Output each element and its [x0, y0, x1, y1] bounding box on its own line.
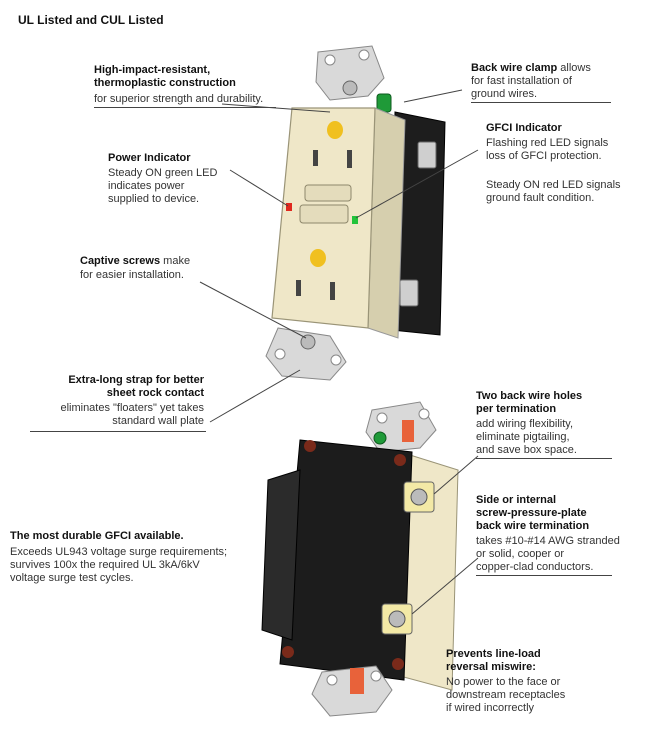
gfci-body-3: Steady ON red LED signals — [486, 179, 621, 191]
holes-heading-1: Two back wire holes — [476, 390, 583, 402]
power-heading: Power Indicator — [108, 152, 191, 164]
gfci-body-1: Flashing red LED signals — [486, 137, 609, 149]
holes-body-3: and save box space. — [476, 444, 577, 456]
construction-heading-1: High-impact-resistant, — [94, 64, 211, 76]
front-receptacle — [265, 45, 446, 381]
durable-body-2: survives 100x the required UL 3kA/6kV — [10, 559, 200, 571]
clamp-heading-tail: allows — [557, 62, 591, 74]
captive-screw-top-icon — [342, 80, 358, 96]
strap-tab-top-icon — [402, 420, 414, 442]
side-underline — [476, 575, 612, 576]
holes-underline — [476, 458, 612, 459]
strap-body-1: eliminates "floaters" yet takes — [60, 402, 204, 414]
side-heading-1: Side or internal — [476, 494, 557, 506]
gfci-body-2: loss of GFCI protection. — [486, 150, 602, 162]
durable-body-3: voltage surge test cycles. — [10, 572, 134, 584]
holes-body-1: add wiring flexibility, — [476, 418, 574, 430]
screws-body: for easier installation. — [80, 269, 184, 281]
strap-underline — [30, 431, 206, 432]
callout-leaders — [199, 89, 479, 615]
clamp-body-2: ground wires. — [471, 88, 538, 100]
red-led-icon — [286, 203, 292, 211]
reversal-body-1: No power to the face or — [446, 676, 561, 688]
green-led-icon — [352, 216, 358, 224]
page-title: UL Listed and CUL Listed — [18, 13, 164, 27]
clamp-underline — [471, 102, 611, 103]
screws-heading-tail: make — [160, 255, 191, 267]
construction-underline — [94, 107, 276, 108]
back-receptacle — [261, 401, 459, 717]
gfci-heading: GFCI Indicator — [486, 122, 562, 134]
side-heading-3: back wire termination — [476, 520, 590, 532]
ground-slot-top-icon — [327, 121, 343, 139]
clamp-body-1: for fast installation of — [471, 75, 572, 87]
power-body-3: supplied to device. — [108, 193, 200, 205]
test-button[interactable] — [304, 184, 352, 202]
strap-heading-2: sheet rock contact — [106, 387, 204, 399]
gfci-body-4: ground fault condition. — [486, 192, 595, 204]
reversal-body-2: downstream receptacles — [446, 689, 566, 701]
construction-heading-2: thermoplastic construction — [94, 77, 236, 89]
side-heading-2: screw-pressure-plate — [476, 507, 587, 519]
side-body-3: copper-clad conductors. — [476, 561, 594, 573]
reset-button[interactable] — [299, 204, 349, 224]
reversal-body-3: if wired incorrectly — [446, 702, 535, 714]
reversal-heading-2: reversal miswire: — [446, 661, 536, 673]
durable-body-1: Exceeds UL943 voltage surge requirements… — [10, 546, 228, 558]
side-terminal-top-icon — [417, 141, 437, 169]
side-terminal-bottom-icon — [399, 279, 419, 307]
strap-heading-1: Extra-long strap for better — [68, 374, 204, 386]
strap-body-2: standard wall plate — [112, 415, 204, 427]
power-body-1: Steady ON green LED — [108, 167, 218, 179]
holes-heading-2: per termination — [476, 403, 557, 415]
reversal-heading-1: Prevents line-load — [446, 648, 541, 660]
side-body-2: or solid, cooper or — [476, 548, 565, 560]
side-body-1: takes #10-#14 AWG stranded — [476, 535, 620, 547]
holes-body-2: eliminate pigtailing, — [476, 431, 570, 443]
durable-heading: The most durable GFCI available. — [10, 530, 184, 542]
captive-screw-bottom-icon — [300, 334, 316, 350]
screws-heading: Captive screws — [80, 255, 161, 267]
clamp-heading: Back wire clamp — [471, 62, 558, 74]
construction-body: for superior strength and durability. — [94, 93, 264, 105]
power-body-2: indicates power — [108, 180, 185, 192]
